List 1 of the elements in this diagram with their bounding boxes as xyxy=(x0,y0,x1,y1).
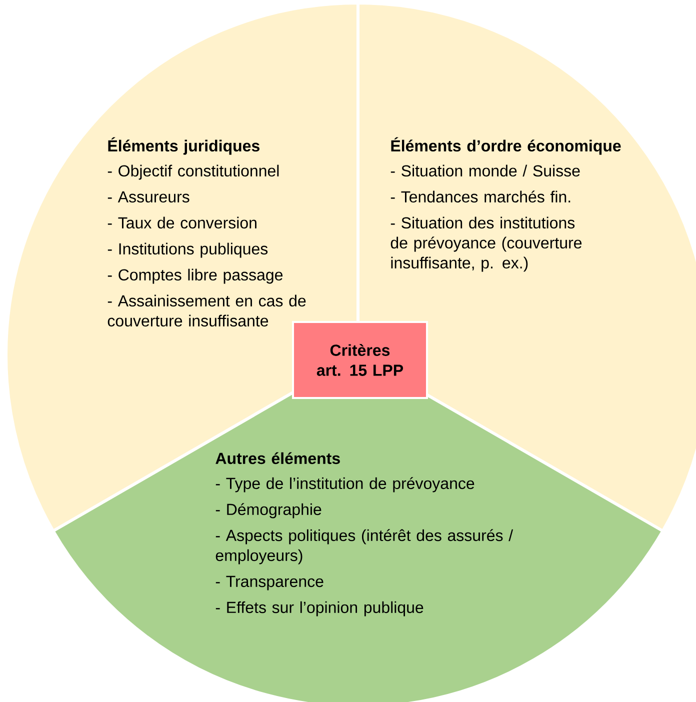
center-box: Critères art. 15 LPP xyxy=(292,321,428,399)
